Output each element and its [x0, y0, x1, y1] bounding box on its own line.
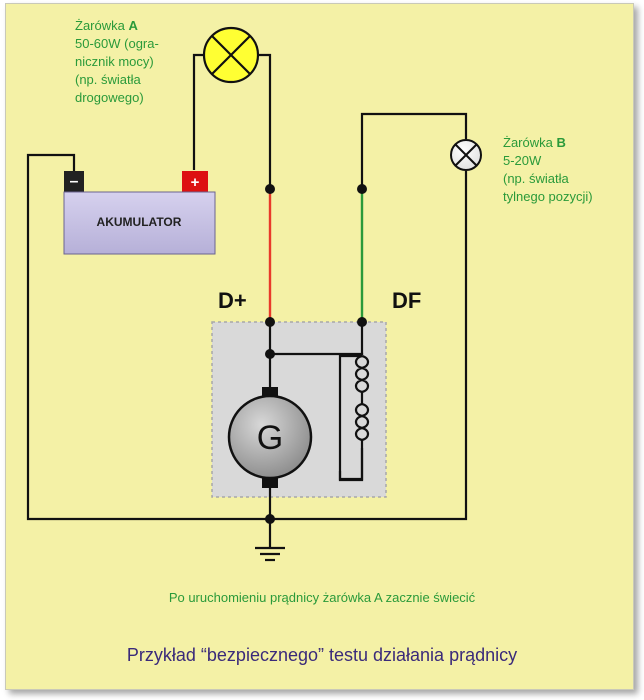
generator-label: G: [257, 419, 283, 457]
wire-battery-plus: [192, 53, 204, 170]
generator-body: [227, 394, 313, 480]
terminal-df-label: DF: [392, 288, 421, 313]
battery-minus-sign: –: [70, 173, 79, 190]
ground-icon: [255, 546, 285, 562]
lamp-a-prefix: Żarówka: [75, 18, 128, 33]
lamp-a-line: drogowego): [75, 90, 144, 105]
junction-dot: [357, 184, 367, 194]
junction-dots: [265, 184, 367, 524]
lamp-b-prefix: Żarówka: [503, 135, 556, 150]
battery-label: AKUMULATOR: [97, 215, 182, 229]
battery-minus-terminal: [64, 171, 84, 192]
wire-lamp-a-out: [258, 53, 272, 189]
junction-dot: [265, 184, 275, 194]
terminal-d-plus-label: D+: [218, 288, 247, 313]
wire-field-return: [338, 354, 364, 481]
battery-plus-sign: +: [191, 174, 200, 191]
lamp-b-title: Żarówka B: [503, 135, 566, 150]
lamp-b-letter: B: [556, 135, 565, 150]
field-coil: [354, 354, 370, 448]
junction-dot: [265, 349, 275, 359]
wire-dplus-coil: [270, 352, 364, 356]
lamp-b-description: Żarówka B 5-20W (np. światła tylnego poz…: [503, 135, 593, 204]
lamp-a-title: Żarówka A: [75, 18, 138, 33]
battery: [63, 171, 216, 255]
lamp-b-icon: [450, 139, 482, 171]
junction-dot: [265, 514, 275, 524]
battery-body: [63, 191, 216, 255]
note-text: Po uruchomieniu prądnicy żarówka A zaczn…: [169, 590, 476, 605]
generator: [227, 387, 313, 488]
battery-plus-terminal: [182, 171, 208, 192]
wire-battery-minus: [26, 153, 269, 521]
lamp-a-line: 50-60W (ogra-: [75, 36, 159, 51]
junction-dot: [265, 317, 275, 327]
lamp-a-icon: [202, 26, 260, 84]
junction-dot: [357, 317, 367, 327]
lamp-a-line: (np. światła: [75, 72, 142, 87]
figure-caption: Przykład “bezpiecznego” testu działania …: [127, 645, 517, 665]
lamp-b-line: (np. światła: [503, 171, 570, 186]
wire-df-loop: [360, 112, 468, 189]
lamp-a-line: nicznik mocy): [75, 54, 154, 69]
lamp-b-line: tylnego pozycji): [503, 189, 593, 204]
lamp-b-line: 5-20W: [503, 153, 542, 168]
wire-lamp-b-out: [269, 171, 468, 521]
lamp-a-letter: A: [128, 18, 138, 33]
lamp-a-description: Żarówka A 50-60W (ogra- nicznik mocy) (n…: [75, 18, 159, 105]
wires: [26, 53, 468, 548]
